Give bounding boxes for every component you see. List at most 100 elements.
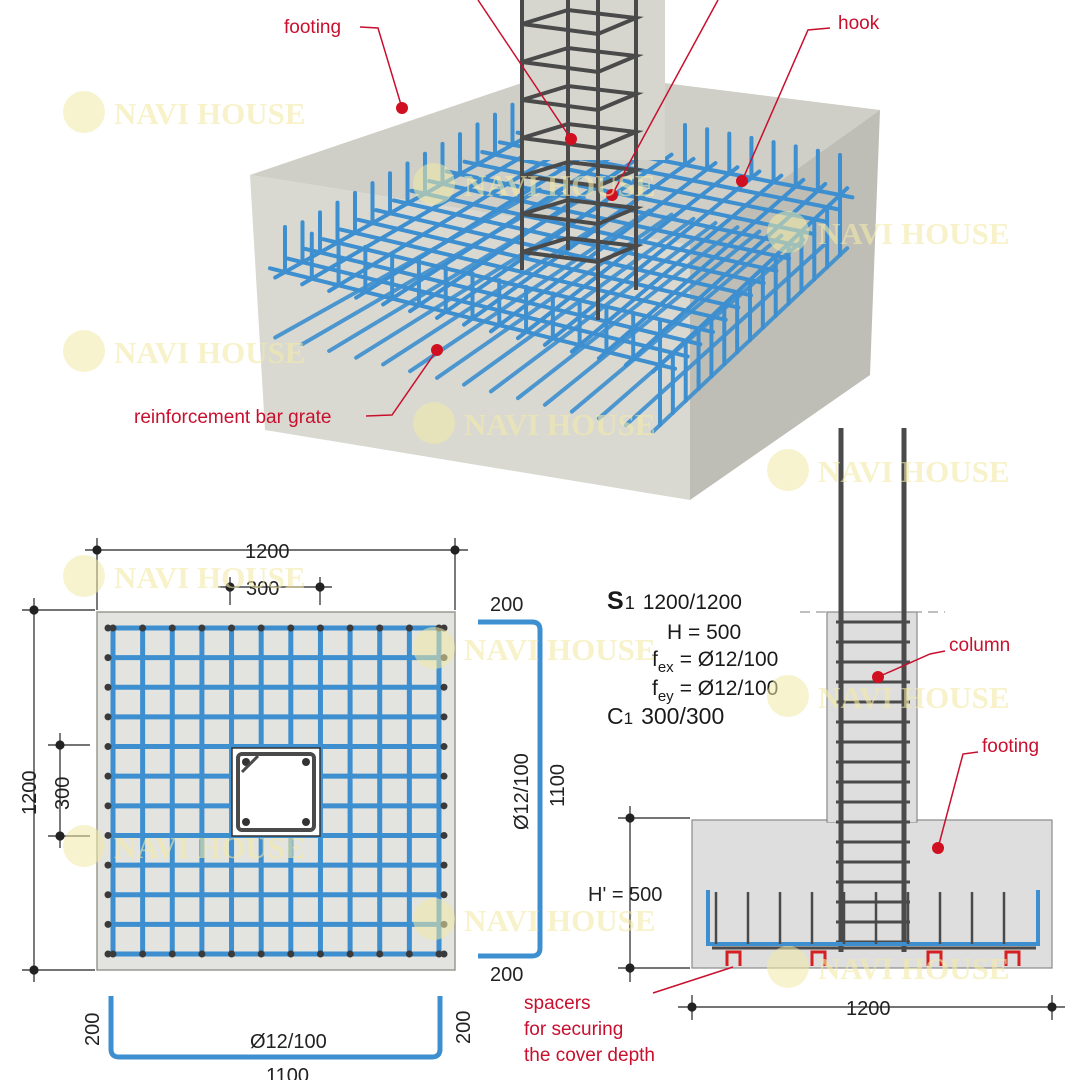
plan-bar-dot [346, 950, 354, 958]
plan-bar-dot [440, 683, 448, 691]
watermark-text: NAVI HOUSE [818, 951, 1010, 986]
watermark-text: NAVI HOUSE [464, 407, 656, 442]
watermark-layer: NAVI HOUSE NAVI HOUSE NAVI HOUSE NAVI HOUSE… [63, 91, 1010, 988]
plan-bar-dot [104, 713, 112, 721]
grate-label: reinforcement bar grate [134, 407, 332, 428]
section-bottom-bar [706, 890, 1040, 946]
spec-h: H = 500 [667, 621, 741, 644]
plan-bar-dot [104, 772, 112, 780]
watermark-logo-icon [767, 946, 809, 988]
plan-bar-dot [104, 861, 112, 869]
watermark-logo-icon [63, 330, 105, 372]
section-view: H' = 500 1200 column footing spacers for… [524, 428, 1065, 1066]
cage-tie [521, 45, 644, 75]
cage-tie [521, 83, 644, 113]
grate-bar [327, 195, 586, 353]
plan-bar-dot [109, 624, 117, 632]
grate-bar [596, 237, 806, 421]
plan-bar-dot [104, 654, 112, 662]
plan-bar-dot [198, 624, 206, 632]
grate-bar [488, 221, 718, 394]
bottom-bar-shape: Ø12/100 200 200 1100 [82, 996, 475, 1080]
plan-bar-dot [376, 950, 384, 958]
bottom-bar-path [108, 996, 443, 1060]
section-column-joint [828, 818, 916, 822]
watermark-text: NAVI HOUSE [464, 632, 656, 667]
plan-bar-dot [316, 950, 324, 958]
plan-bar-dot [257, 950, 265, 958]
plan-bar-dot [139, 624, 147, 632]
plan-rebar-grid [110, 625, 442, 957]
plan-bar-dot [104, 950, 112, 958]
plan-bar-dot [168, 624, 176, 632]
plan-bar-dot [405, 950, 413, 958]
plan-col-dim: 300 [52, 777, 74, 810]
grate-lower-layer [273, 187, 850, 434]
grate-bar [273, 187, 542, 340]
plan-view: 1200 300 1200 300 [19, 538, 468, 982]
watermark-text: NAVI HOUSE [114, 335, 306, 370]
watermark-logo-icon [63, 91, 105, 133]
cage-tie [521, 7, 644, 37]
plan-bar-dot [287, 624, 295, 632]
spacer [725, 950, 742, 966]
plan-bar-dot [440, 861, 448, 869]
grate-bar [650, 246, 850, 434]
plan-bar-dot [440, 743, 448, 751]
spacer [810, 950, 827, 966]
plan-bar-dot [440, 802, 448, 810]
footing-label-right: footing [982, 736, 1039, 757]
plan-bar-dot [228, 950, 236, 958]
plan-column-tie [236, 752, 316, 832]
plan-bar-dot [287, 950, 295, 958]
watermark-text: NAVI HOUSE [464, 168, 656, 203]
plan-width-dim: 1200 [245, 541, 290, 563]
plan-bar-dot [228, 624, 236, 632]
watermark-logo-icon [767, 211, 809, 253]
section-leader-dots [872, 671, 944, 854]
grate-bar [462, 216, 696, 387]
watermark-logo-icon [767, 449, 809, 491]
grate-bar [300, 191, 564, 347]
section-leaders [652, 650, 979, 994]
watermark-logo-icon [413, 402, 455, 444]
spacer [1004, 950, 1021, 966]
reinforcement-bar-grate [268, 93, 855, 434]
spacers-label-2: for securing [524, 1019, 623, 1040]
section-height-dim: H' = 500 [588, 884, 662, 906]
isometric-footing-view: footing hook reinforcement bar grate [134, 0, 880, 500]
plan-dimension-lines [22, 538, 468, 982]
watermark-logo-icon [413, 898, 455, 940]
leader-lines-top [359, 0, 831, 417]
watermark-text: NAVI HOUSE [114, 830, 306, 865]
footing-label-top: footing [284, 17, 341, 38]
watermark-text: NAVI HOUSE [114, 96, 306, 131]
plan-bar-dot [104, 891, 112, 899]
grate-bar [623, 242, 828, 428]
grate-bar [354, 200, 608, 360]
hook-label: hook [838, 13, 880, 34]
watermark-text: NAVI HOUSE [114, 560, 306, 595]
side-bar-spec: Ø12/100 [511, 753, 533, 830]
plan-bar-dot [405, 624, 413, 632]
plan-bar-dot [198, 950, 206, 958]
side-bar-shape: 200 200 Ø12/100 1100 [478, 594, 569, 986]
spec-fex: fex= Ø12/100 [652, 648, 778, 676]
spacer [926, 950, 943, 966]
plan-column-bars [242, 758, 310, 826]
leader-dots-top [396, 102, 748, 356]
watermark-logo-icon [413, 163, 455, 205]
section-rebar [706, 428, 1040, 952]
spacers-label-3: the cover depth [524, 1045, 655, 1066]
watermark-logo-icon [63, 825, 105, 867]
plan-bar-dot [435, 950, 443, 958]
plan-bar-dot [104, 802, 112, 810]
cage-tie [521, 197, 644, 227]
side-bar-length: 1100 [547, 764, 569, 807]
plan-tie-hook [240, 754, 260, 774]
watermark-text: NAVI HOUSE [464, 903, 656, 938]
bottom-bar-spec: Ø12/100 [250, 1031, 327, 1053]
plan-bar-dot [109, 950, 117, 958]
